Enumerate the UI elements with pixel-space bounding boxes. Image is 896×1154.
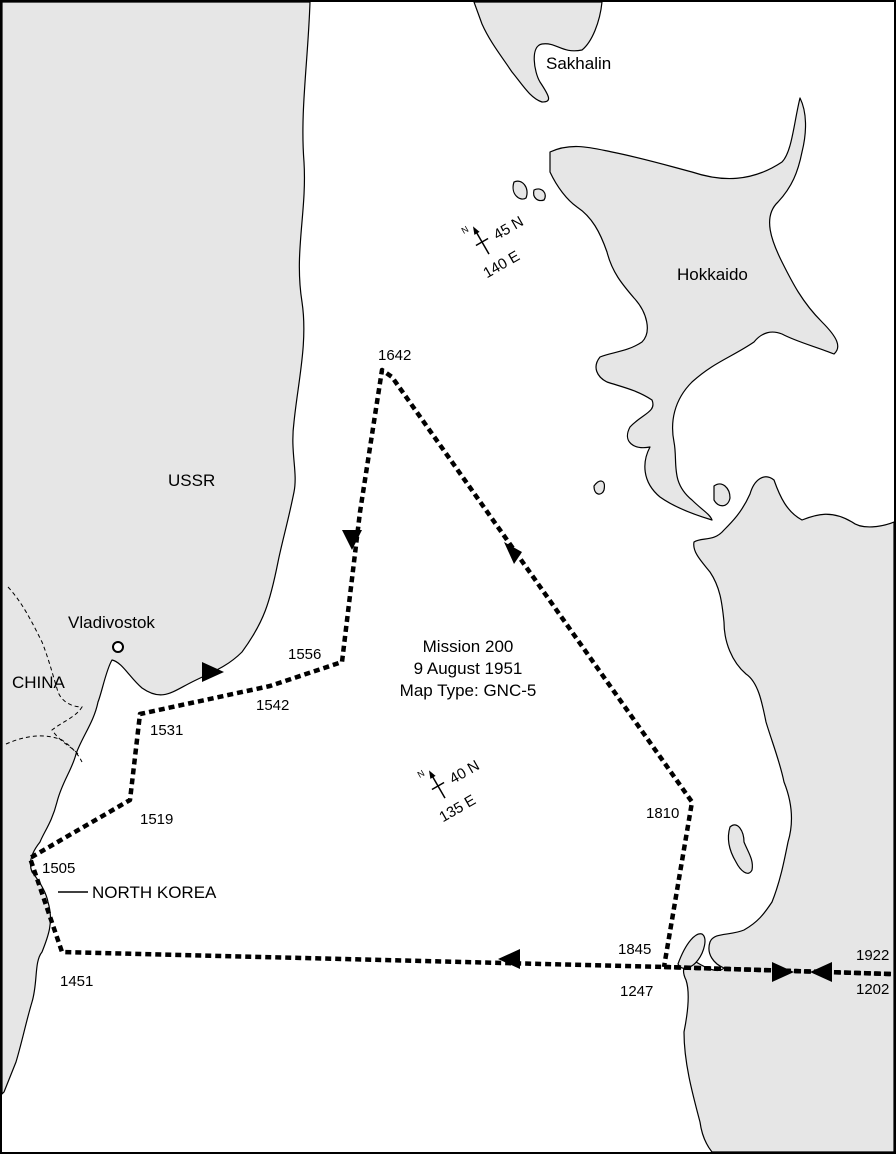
label-ussr: USSR	[168, 471, 215, 490]
waypoint-1505: 1505	[42, 860, 75, 877]
waypoint-1845: 1845	[618, 941, 651, 958]
north-indicator: N	[460, 224, 471, 236]
waypoint-1247: 1247	[620, 983, 653, 1000]
islet	[727, 824, 753, 874]
mission-title: Mission 200	[423, 637, 514, 656]
waypoint-1642: 1642	[378, 347, 411, 364]
north-indicator: N	[416, 768, 427, 780]
ussr-landmass	[2, 2, 311, 1095]
waypoint-1542: 1542	[256, 697, 289, 714]
waypoint-1922: 1922	[856, 947, 889, 964]
lat-label: 40 N	[447, 757, 483, 788]
label-china: CHINA	[12, 673, 66, 692]
label-north-korea: NORTH KOREA	[92, 883, 217, 902]
islet	[533, 188, 546, 202]
mission-date: 9 August 1951	[414, 659, 523, 678]
label-sakhalin: Sakhalin	[546, 54, 611, 73]
honshu-landmass	[683, 476, 894, 1152]
coord-marker-45n-140e: N 45 N 140 E	[460, 213, 527, 282]
route-arrow	[202, 662, 224, 682]
lon-label: 135 E	[436, 792, 478, 826]
route-arrow	[504, 542, 522, 564]
flight-route	[27, 367, 892, 977]
islet	[593, 480, 605, 495]
islet	[512, 180, 528, 200]
route-arrow	[342, 530, 362, 550]
waypoint-1556: 1556	[288, 646, 321, 663]
waypoint-1202: 1202	[856, 981, 889, 998]
lat-label: 45 N	[491, 213, 527, 244]
waypoint-1519: 1519	[140, 811, 173, 828]
route-arrow	[498, 949, 520, 969]
vladivostok-marker	[112, 641, 124, 653]
label-hokkaido: Hokkaido	[677, 265, 748, 284]
waypoint-1531: 1531	[150, 722, 183, 739]
hokkaido-landmass	[549, 97, 839, 521]
sakhalin-landmass	[473, 2, 603, 103]
mission-map-type: Map Type: GNC-5	[400, 681, 537, 700]
noto-landmass	[677, 933, 706, 969]
waypoint-1451: 1451	[60, 973, 93, 990]
route-arrow	[772, 962, 794, 982]
coord-marker-40n-135e: N 40 N 135 E	[416, 757, 483, 826]
islet	[713, 483, 731, 507]
route-arrow	[810, 962, 832, 982]
label-vladivostok: Vladivostok	[68, 613, 155, 632]
nk-border	[5, 735, 83, 763]
lon-label: 140 E	[480, 248, 522, 282]
waypoint-1810: 1810	[646, 805, 679, 822]
